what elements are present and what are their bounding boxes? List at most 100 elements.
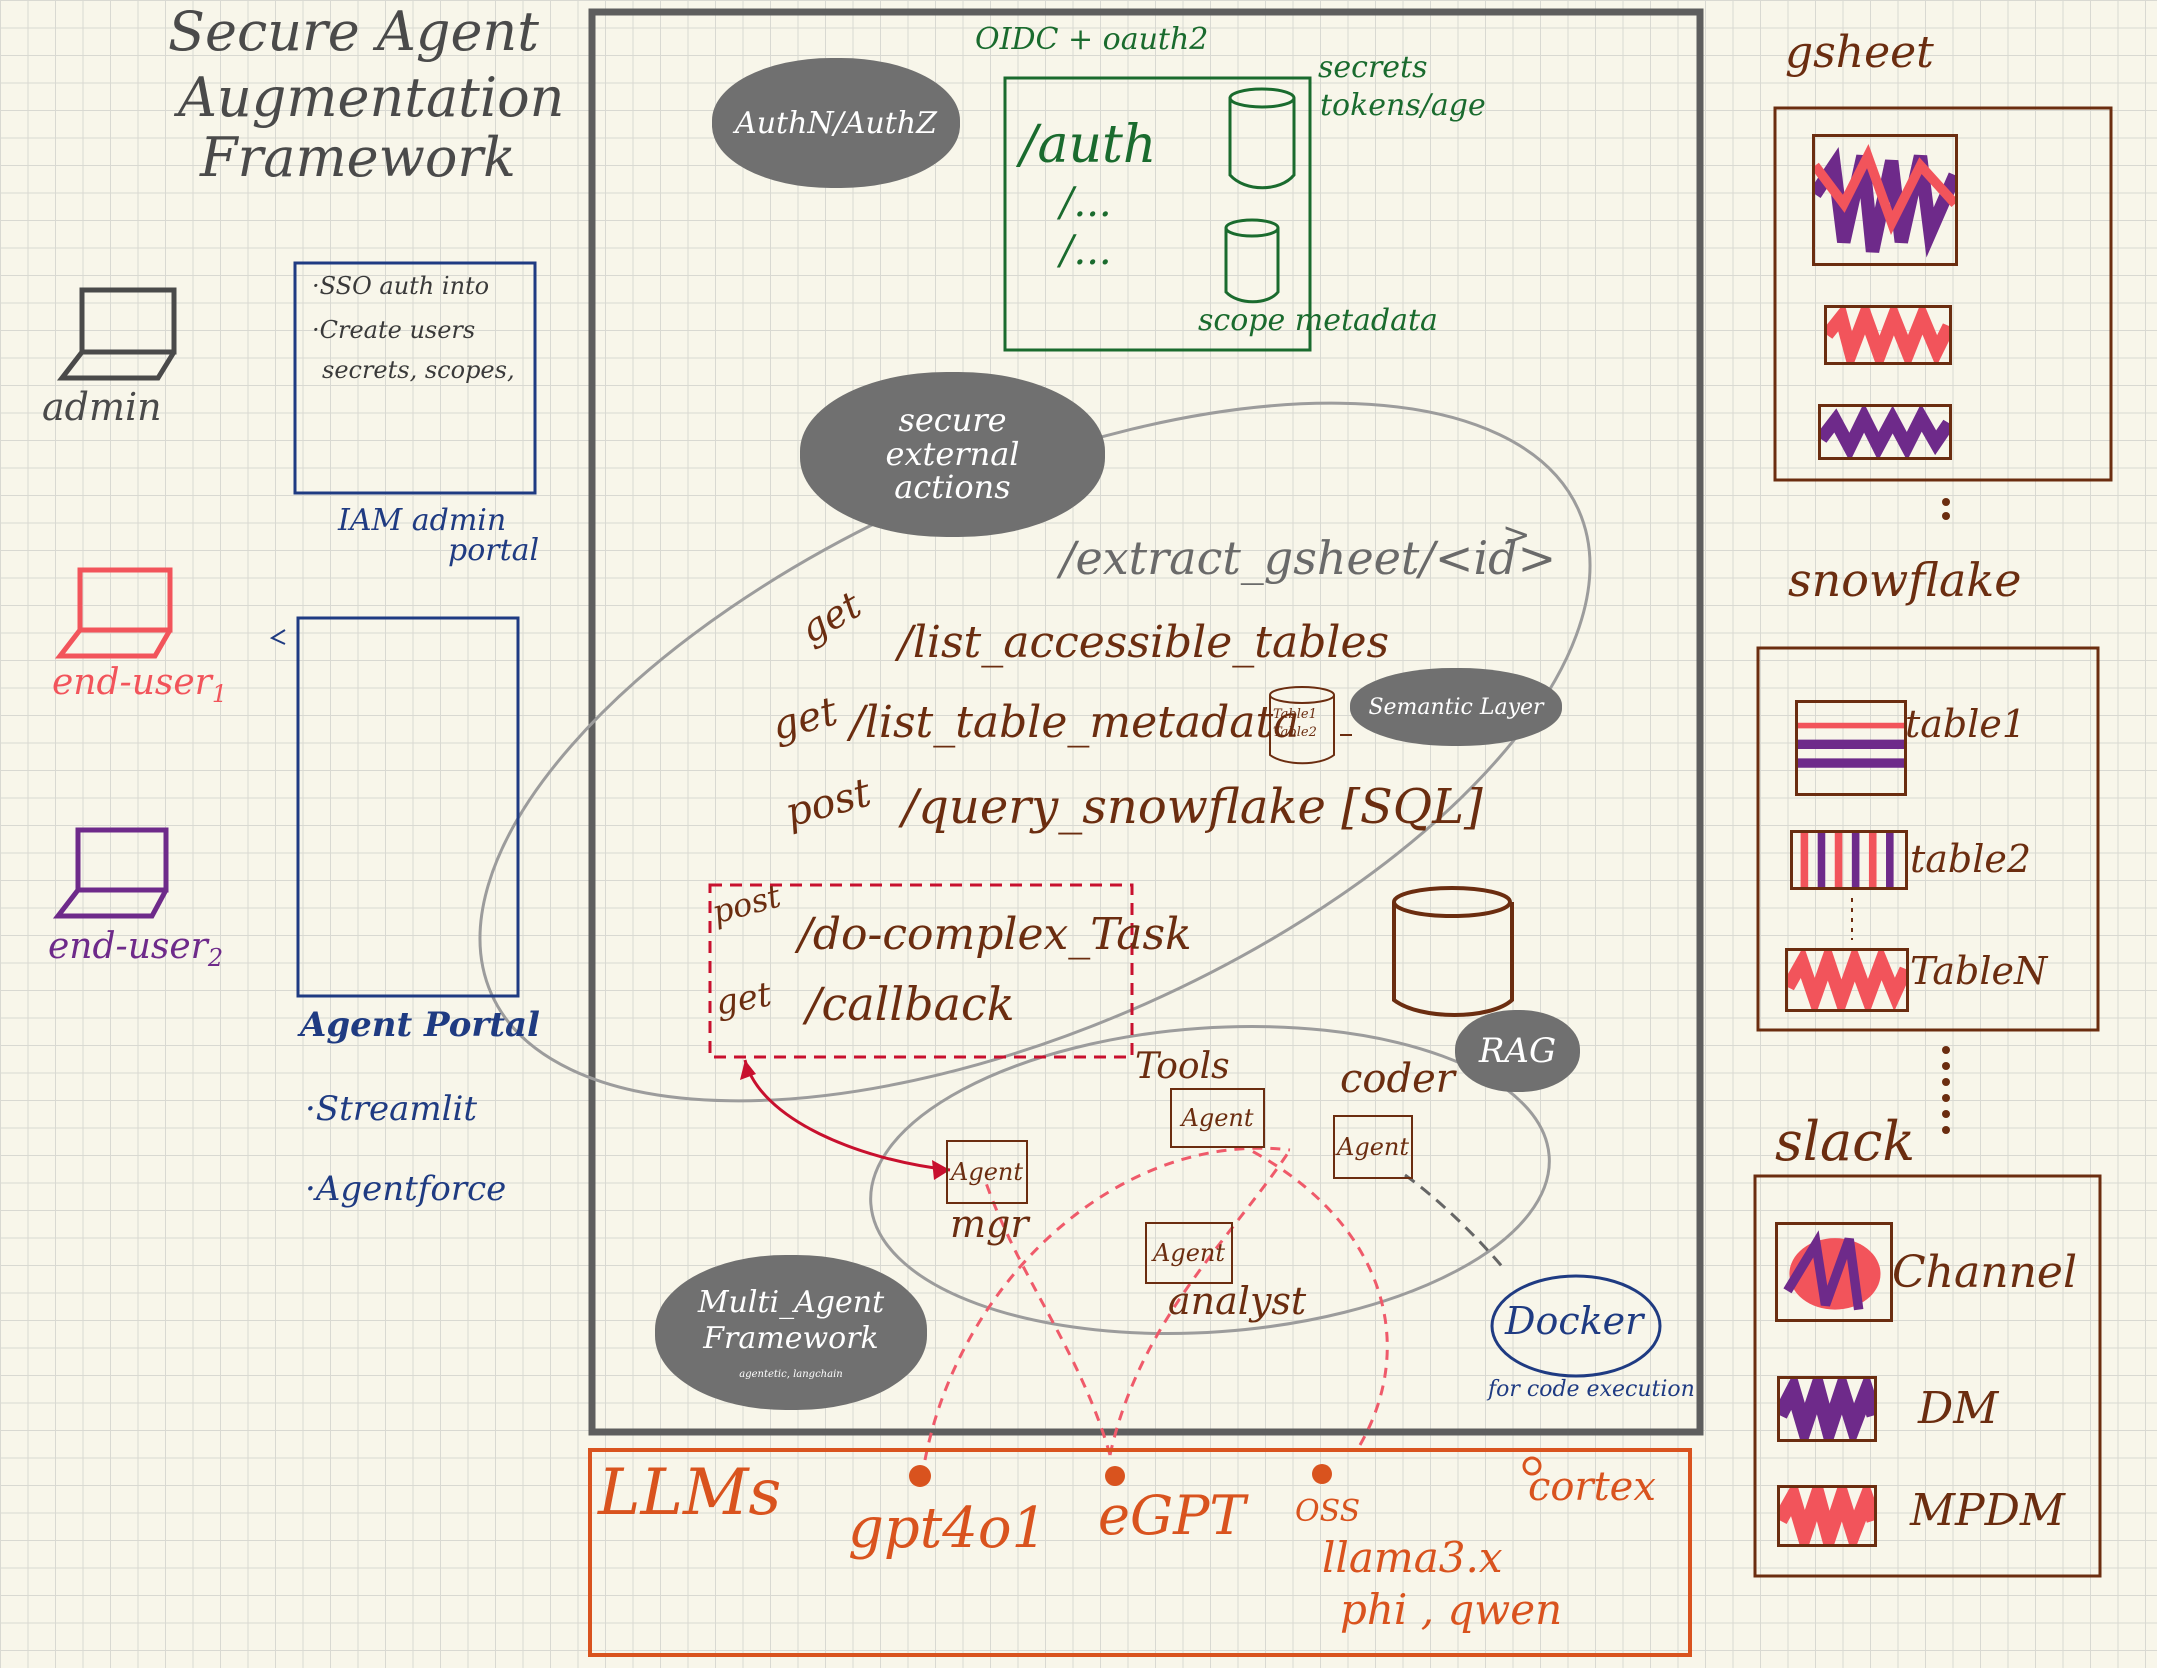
dm-icon <box>1777 1376 1877 1442</box>
auth-route-1: /auth <box>1020 115 1157 175</box>
end-user-2-sub: 2 <box>207 944 224 973</box>
endpoint-2-path: /list_table_metadata <box>850 697 1300 748</box>
llm-dot-egpt <box>1105 1466 1125 1486</box>
title-line-3: Framework <box>200 126 516 189</box>
endpoint-1-path: /list_accessible_tables <box>898 617 1390 668</box>
tools-agent-box: Agent <box>1170 1088 1265 1148</box>
llm-egpt: eGPT <box>1098 1484 1246 1547</box>
mgr-label: mgr <box>950 1202 1029 1246</box>
agent-portal-box <box>296 616 520 998</box>
gsheet-label: gsheet <box>1785 27 1934 78</box>
llm-oss: OSS <box>1295 1494 1361 1529</box>
table1-icon <box>1795 700 1907 796</box>
coder-label: coder <box>1340 1056 1455 1102</box>
analyst-label: analyst <box>1168 1279 1307 1323</box>
llm-dot-cortex <box>1522 1456 1542 1476</box>
secure-actions-line-2: external <box>885 434 1020 473</box>
iam-label-2: portal <box>448 533 540 568</box>
llm-link-3 <box>1108 1149 1292 1456</box>
secure-actions-line-1: secure <box>898 401 1007 440</box>
gsheet-item-2 <box>1824 305 1952 365</box>
extract-arrow: > <box>1502 515 1531 555</box>
end-user-2-text: end-user <box>48 926 208 967</box>
gsheet-item-3 <box>1818 404 1952 460</box>
mini-table-1: Table1 <box>1273 707 1317 722</box>
gsheet-item-1 <box>1812 134 1958 266</box>
table2-label: table2 <box>1910 837 2032 881</box>
end-user-1-text: end-user <box>52 662 212 703</box>
endpoint-3-path: /query_snowflake [SQL] <box>902 779 1483 835</box>
title-line-1: Secure Agent <box>168 0 539 63</box>
scope-db <box>1224 218 1280 304</box>
label-end-user-2: end-user2 <box>48 928 223 971</box>
authn-authz-cloud: AuthN/AuthZ <box>712 58 960 188</box>
llm-box <box>588 1448 1692 1657</box>
auth-route-3: /... <box>1060 228 1112 274</box>
semantic-mini-tables <box>1269 686 1352 765</box>
semantic-layer-cloud: Semantic Layer <box>1350 668 1562 746</box>
scope-label: scope metadata <box>1198 303 1438 338</box>
tools-label: Tools <box>1135 1046 1230 1087</box>
callback-arrow <box>743 1059 951 1172</box>
table2-icon <box>1790 830 1908 890</box>
complex-task-box <box>708 883 1134 1059</box>
dm-label: DM <box>1918 1383 1999 1434</box>
channel-icon <box>1775 1222 1893 1322</box>
table1-label: table1 <box>1905 702 2027 746</box>
gsheet-box <box>1773 106 2113 482</box>
multi-agent-line-2: Framework <box>703 1320 879 1356</box>
iam-line-2: ·Create users <box>312 316 476 344</box>
multi-agent-small: agentetic, langchain <box>739 1368 843 1380</box>
agent-portal-label: Agent Portal <box>300 1005 540 1045</box>
coder-agent-box: Agent <box>1333 1115 1413 1179</box>
secure-actions-cloud: secure external actions <box>800 372 1105 537</box>
mini-table-2: Table2 <box>1273 725 1317 740</box>
slack-box <box>1753 1174 2102 1578</box>
llm-dot-oss <box>1312 1464 1332 1484</box>
tableN-label: TableN <box>1910 949 2048 993</box>
mpdm-icon <box>1777 1485 1877 1547</box>
secure-actions-line-3: actions <box>894 468 1011 507</box>
label-end-user-1: end-user1 <box>52 664 227 707</box>
extract-endpoint: /extract_gsheet/<id> <box>1060 531 1557 585</box>
snowflake-label: snowflake <box>1788 553 2022 607</box>
mpdm-label: MPDM <box>1910 1485 2065 1536</box>
llm-oss-model-2: phi , qwen <box>1340 1585 1563 1634</box>
multi-agent-line-1: Multi_Agent <box>697 1284 885 1320</box>
llm-link-4 <box>1249 1148 1389 1446</box>
llms-title: LLMs <box>598 1456 782 1530</box>
mgr-agent-box: Agent <box>946 1140 1028 1204</box>
laptop-end-user-2-icon <box>52 827 169 919</box>
slack-label: slack <box>1775 1110 1916 1173</box>
channel-label: Channel <box>1892 1247 2078 1298</box>
end-user-1-sub: 1 <box>211 680 228 709</box>
tableN-icon <box>1785 948 1909 1012</box>
multi-agent-cloud: Multi_Agent Framework agentetic, langcha… <box>655 1255 927 1410</box>
llm-link-1 <box>923 1146 1291 1461</box>
iam-portal-box <box>293 261 537 495</box>
label-admin: admin <box>42 385 162 429</box>
llm-cortex: cortex <box>1528 1464 1656 1510</box>
secrets-label-1: secrets <box>1318 50 1428 85</box>
agent-portal-option-streamlit: ·Streamlit <box>305 1089 478 1129</box>
complex-2-method: get <box>712 974 775 1024</box>
llm-link-2 <box>983 1179 1112 1456</box>
llm-gpt4o1: gpt4o1 <box>848 1496 1048 1561</box>
docker-link <box>1404 1173 1507 1271</box>
complex-1-path: /do-complex_Task <box>798 909 1192 960</box>
secrets-label-2: tokens/age <box>1320 88 1486 123</box>
agents-ellipse <box>869 1025 1551 1335</box>
auth-route-2: /... <box>1060 180 1112 226</box>
analyst-agent-box: Agent <box>1145 1222 1233 1284</box>
llm-dot-gpt <box>909 1465 931 1487</box>
laptop-end-user-1-icon <box>54 567 173 659</box>
rag-cloud: RAG <box>1455 1010 1580 1092</box>
iam-line-3: secrets, scopes, <box>322 356 515 384</box>
docker-note: for code execution <box>1488 1377 1695 1402</box>
agent-portal-option-agentforce: ·Agentforce <box>305 1169 507 1209</box>
secrets-db <box>1228 87 1296 190</box>
rag-db <box>1392 886 1514 1017</box>
auth-protocol: OIDC + oauth2 <box>975 22 1209 57</box>
docker-label: Docker <box>1505 1299 1644 1343</box>
